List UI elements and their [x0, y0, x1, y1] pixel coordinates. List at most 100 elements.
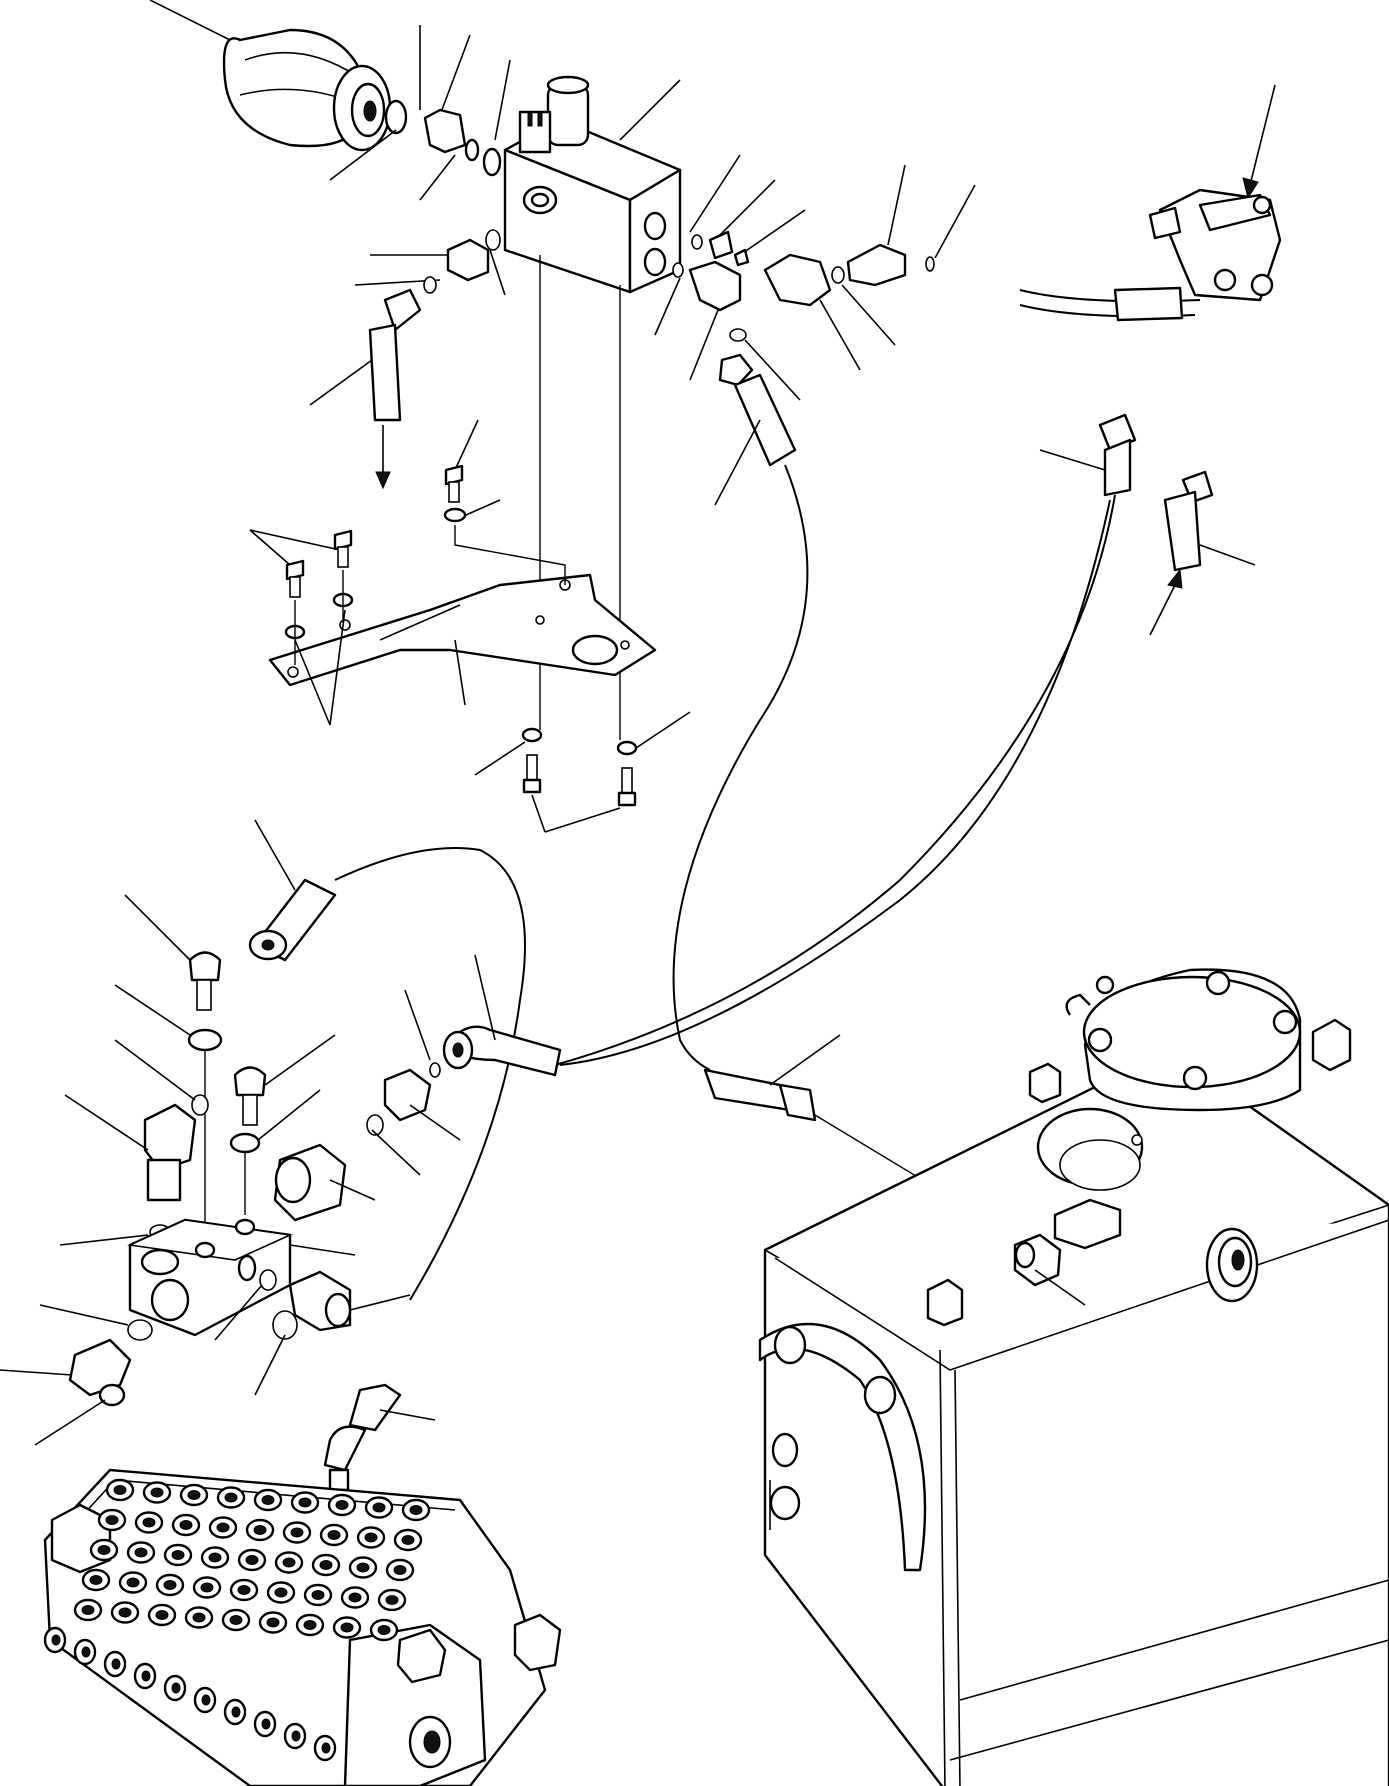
port-plug-hole [231, 1706, 241, 1718]
o-ring [127, 1319, 153, 1341]
small-plug [733, 248, 750, 267]
leader-line [34, 1399, 106, 1446]
spool-cap-center [348, 1592, 362, 1603]
pilot-valve [1019, 84, 1282, 322]
o-ring [191, 1094, 209, 1116]
cover-bolt [773, 1325, 807, 1365]
leader-line [329, 129, 397, 181]
bolt-shank [242, 1094, 258, 1126]
spool-cap-center [89, 1575, 103, 1585]
washer [464, 138, 480, 162]
solenoid-cap [546, 75, 590, 95]
spool-cap-center [340, 1622, 354, 1633]
elbow-fitting [383, 288, 422, 332]
leader-line [454, 419, 479, 471]
cap [925, 256, 935, 272]
connector-fitting [446, 238, 490, 282]
spool-cap-center [118, 1607, 132, 1618]
port-plug-hole [81, 1646, 91, 1658]
breather-cap-rim [1059, 1139, 1141, 1191]
end-cover-port-hole [423, 1730, 441, 1754]
spool-cap-center [401, 1535, 415, 1545]
spool-cap-center [208, 1552, 222, 1563]
spool-cap-center [187, 1490, 201, 1500]
spool-cap-center [409, 1505, 423, 1515]
hose-end [733, 373, 797, 467]
bolt-shank [196, 979, 212, 1011]
leader-line [654, 277, 681, 336]
leader-line [409, 1104, 461, 1141]
leader-line [249, 529, 341, 551]
solenoid-valve-assembly [309, 75, 976, 740]
leader-line [465, 499, 501, 516]
spool-cap-center [393, 1565, 407, 1575]
level-gauge-window [1231, 1249, 1245, 1271]
pilot-valve-lever [1198, 193, 1272, 232]
side-connector [1148, 206, 1182, 240]
bracket-hole [620, 640, 630, 650]
bolt-head [188, 951, 222, 982]
spool-cap-center [224, 1492, 238, 1503]
bracket-hole [535, 615, 545, 625]
bracket-hole [339, 619, 351, 631]
breather-vent [1131, 1134, 1143, 1146]
solenoid-connector [518, 110, 552, 154]
bolt-shank [526, 754, 538, 781]
elbow-fitting [143, 1103, 197, 1172]
leader-line [544, 807, 621, 833]
check-valve [708, 230, 734, 260]
cover-bolt [771, 1432, 799, 1468]
spool-cap-center [290, 1527, 304, 1538]
swivel-fitting [846, 243, 907, 287]
hose-nut [778, 1083, 817, 1122]
bolt-shank [621, 767, 633, 794]
spool-cap-center [319, 1560, 333, 1570]
elbow-port [324, 1292, 352, 1328]
relief-valve [513, 1613, 562, 1672]
washer [187, 1028, 223, 1052]
tank-corner-edge [939, 1349, 946, 1786]
spool-cap-center [335, 1500, 349, 1510]
nut [521, 727, 543, 743]
flow-arrow-shaft [1149, 584, 1176, 636]
pilot-hose [554, 494, 1116, 1066]
hose-nut [718, 353, 754, 387]
elbow-connector [763, 253, 832, 307]
block-port [234, 1218, 256, 1236]
leader-line [1039, 449, 1106, 471]
leader-line [114, 1039, 196, 1101]
leader-line [349, 1294, 411, 1311]
port-plug-hole [201, 1694, 211, 1706]
port-plug-hole [321, 1742, 331, 1754]
leader-line [1199, 544, 1256, 566]
leader-line [531, 794, 546, 833]
leader-line [934, 184, 976, 259]
bolt-shank [337, 546, 349, 568]
connector-pin [527, 111, 533, 127]
spool-cap-center [298, 1497, 312, 1508]
spool-cap-center [282, 1557, 296, 1568]
spool-cap-grid [43, 1478, 431, 1762]
tank-weld-line [959, 1579, 1389, 1701]
leader-line [887, 164, 906, 246]
leader-line [739, 209, 806, 256]
leader-line [0, 1369, 73, 1376]
spool-cap-center [327, 1530, 341, 1540]
spool-cap-center [364, 1532, 378, 1543]
cover-bolt [769, 1485, 801, 1521]
mounting-lug [1053, 1198, 1122, 1250]
leader-line [489, 249, 506, 296]
o-ring [259, 1269, 277, 1291]
leader-line [39, 1304, 129, 1326]
o-ring [831, 266, 845, 284]
spool-cap-center [229, 1615, 243, 1625]
port-plug-hole [141, 1670, 151, 1682]
spool-cap-center [155, 1610, 169, 1620]
leader-line [474, 954, 496, 1041]
bracket-plate [268, 573, 657, 687]
port-plug-hole [171, 1682, 181, 1694]
port-plug-hole [261, 1718, 271, 1730]
spool-cap-center [142, 1517, 156, 1528]
elbow-fitting [323, 1425, 367, 1472]
valve-port-inner [530, 192, 550, 208]
